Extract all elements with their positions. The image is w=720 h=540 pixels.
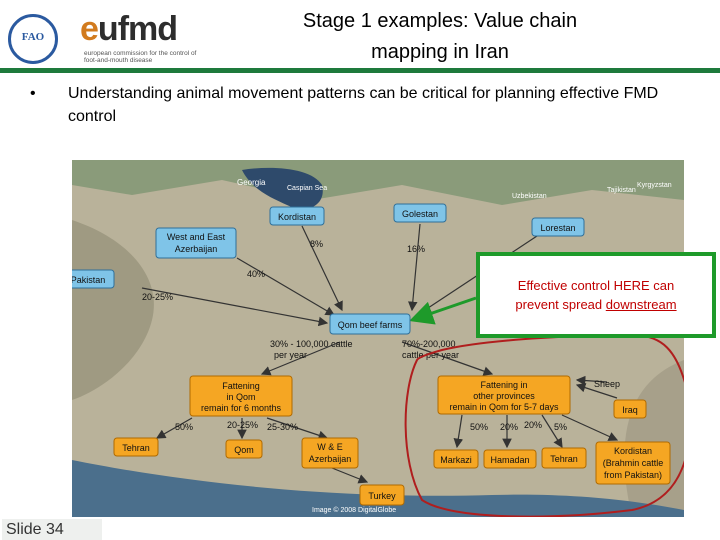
flow-label-right-volume-1: 70%-200,000	[402, 339, 456, 349]
eufmd-logo-e: e	[80, 10, 98, 48]
node-turkey-label: Turkey	[368, 491, 396, 501]
node-fattening-other-label-1: Fattening in	[480, 380, 527, 390]
value-chain-map: Georgia Caspian Sea Uzbekistan Kyrgyzsta…	[72, 160, 684, 517]
map-label-tajikistan: Tajikistan	[607, 187, 636, 194]
node-fattening-other-label-3: remain in Qom for 5-7 days	[449, 402, 559, 412]
node-kordistan-top-label: Kordistan	[278, 212, 316, 222]
node-hamadan-label: Hamadan	[490, 455, 529, 465]
callout-line1: Effective control HERE can	[480, 276, 712, 295]
bullet-icon: •	[30, 82, 36, 105]
node-tehran-right-label: Tehran	[550, 454, 578, 464]
node-west-east-label-2: Azerbaijan	[175, 244, 218, 254]
terrain-bg	[72, 160, 684, 517]
node-fattening-qom-label-2: in Qom	[226, 392, 255, 402]
slide-title-line2: mapping in Iran	[240, 37, 640, 68]
node-fattening-qom-label-3: remain for 6 months	[201, 403, 282, 413]
flow-label-25-30pct: 25-30%	[267, 422, 298, 432]
value-chain-diagram: Georgia Caspian Sea Uzbekistan Kyrgyzsta…	[72, 160, 684, 517]
map-label-kyrgyzstan: Kyrgyzstan	[637, 182, 672, 189]
callout-box: Effective control HERE can prevent sprea…	[476, 252, 716, 338]
node-west-east-label-1: West and East	[167, 232, 226, 242]
node-iraq-label: Iraq	[622, 405, 638, 415]
fao-logo-text: FAO	[11, 31, 55, 43]
flow-label-left-volume-1: 30% - 100,000 cattle	[270, 339, 353, 349]
flow-label-40pct: 40%	[247, 269, 265, 279]
slide-title-line1: Stage 1 examples: Value chain	[240, 6, 640, 37]
node-sheep-label: Sheep	[594, 379, 620, 389]
node-qom-label: Qom	[234, 445, 254, 455]
node-lorestan-label: Lorestan	[540, 223, 575, 233]
flow-label-20-25pct-b: 20-25%	[227, 420, 258, 430]
bullet-point: • Understanding animal movement patterns…	[40, 82, 680, 128]
callout-line2-text: prevent spread	[515, 297, 605, 312]
node-golestan-label: Golestan	[402, 209, 438, 219]
callout-line2-underlined: downstream	[606, 297, 677, 312]
flow-label-20pct-b: 20%	[524, 420, 542, 430]
node-markazi-label: Markazi	[440, 455, 472, 465]
node-kordistan-br-label-2: (Brahmin cattle	[603, 458, 664, 468]
flow-label-16pct: 16%	[407, 244, 425, 254]
flow-label-left-volume-2: per year	[274, 350, 307, 360]
fao-logo: FAO	[8, 14, 58, 64]
flow-label-20pct-a: 20%	[500, 422, 518, 432]
callout-line2: prevent spread downstream	[480, 295, 712, 314]
flow-label-20-25pct: 20-25%	[142, 292, 173, 302]
map-label-georgia: Georgia	[237, 178, 266, 187]
map-label-uzbekistan: Uzbekistan	[512, 193, 547, 200]
node-fattening-other-label-2: other provinces	[473, 391, 535, 401]
node-fattening-qom-label-1: Fattening	[222, 381, 260, 391]
map-footer: Image © 2008 DigitalGlobe	[312, 506, 396, 514]
node-we-az-label-2: Azerbaijan	[309, 454, 352, 464]
flow-label-right-volume-2: cattle per year	[402, 350, 459, 360]
node-tehran-left-label: Tehran	[122, 443, 150, 453]
node-kordistan-br-label-3: from Pakistan)	[604, 470, 662, 480]
eufmd-subtitle: european commission for the control of f…	[84, 50, 204, 64]
bullet-text: Understanding animal movement patterns c…	[40, 82, 680, 128]
slide-title: Stage 1 examples: Value chain mapping in…	[240, 6, 640, 68]
node-we-az-label-1: W & E	[317, 442, 343, 452]
header-divider	[0, 68, 720, 73]
node-kordistan-br-label-1: Kordistan	[614, 446, 652, 456]
slide-header: FAO eufmd european commission for the co…	[0, 0, 720, 75]
slide-number: Slide 34	[2, 519, 102, 540]
eufmd-logo-text: ufmd	[98, 10, 177, 48]
flow-label-50pct-left: 50%	[175, 422, 193, 432]
node-pakistan-label: Pakistan	[72, 275, 105, 285]
flow-label-5pct: 5%	[554, 422, 567, 432]
map-label-caspian: Caspian Sea	[287, 185, 327, 192]
eufmd-logo: eufmd	[80, 10, 177, 49]
flow-label-8pct: 8%	[310, 239, 323, 249]
node-qom-beef-farms-label: Qom beef farms	[338, 320, 403, 330]
flow-label-50pct-right: 50%	[470, 422, 488, 432]
